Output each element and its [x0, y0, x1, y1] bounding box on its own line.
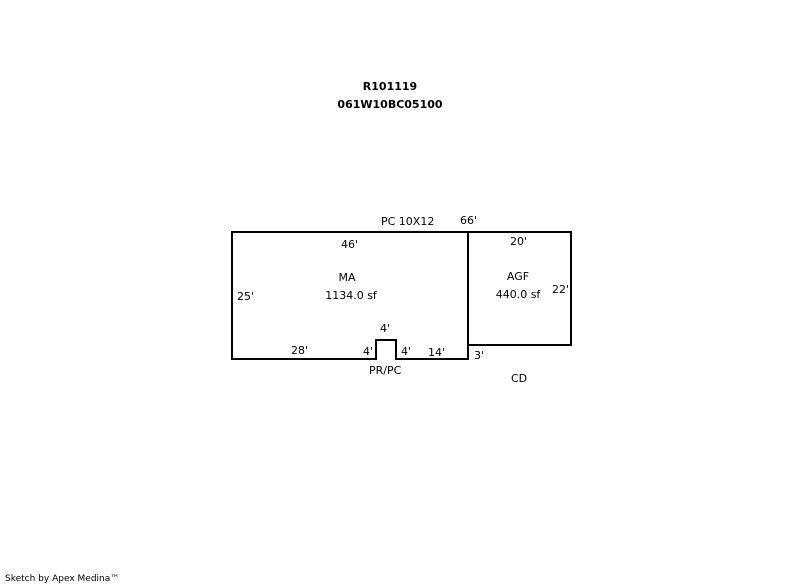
map-number: 061W10BC05100 [337, 98, 443, 111]
parcel-id: R101119 [362, 80, 418, 93]
porch-entry-label: PR/PC [369, 364, 402, 377]
dim-main-bottom-right: 14' [428, 346, 445, 359]
dim-garage-right: 22' [552, 283, 569, 296]
dim-notch-top: 4' [380, 322, 390, 335]
garage-area-size: 440.0 sf [496, 288, 542, 301]
porch-code-label: PC 10X12 [381, 215, 434, 228]
dim-top-overall: 66' [460, 214, 477, 227]
garage-area-code: AGF [507, 270, 529, 283]
dim-notch-left: 4' [363, 345, 373, 358]
dim-main-top: 46' [341, 238, 358, 251]
main-area-outline [231, 231, 469, 360]
dim-main-left: 25' [237, 290, 254, 303]
dim-step: 3' [474, 349, 484, 362]
footer-credit: Sketch by Apex Medina™ [5, 574, 120, 584]
dim-main-bottom-left: 28' [291, 344, 308, 357]
main-area-code: MA [338, 271, 355, 284]
dim-notch-right: 4' [401, 345, 411, 358]
main-area-size: 1134.0 sf [325, 289, 378, 302]
garage-outline [468, 231, 572, 346]
deck-label: CD [511, 372, 527, 385]
dim-garage-top: 20' [510, 235, 527, 248]
